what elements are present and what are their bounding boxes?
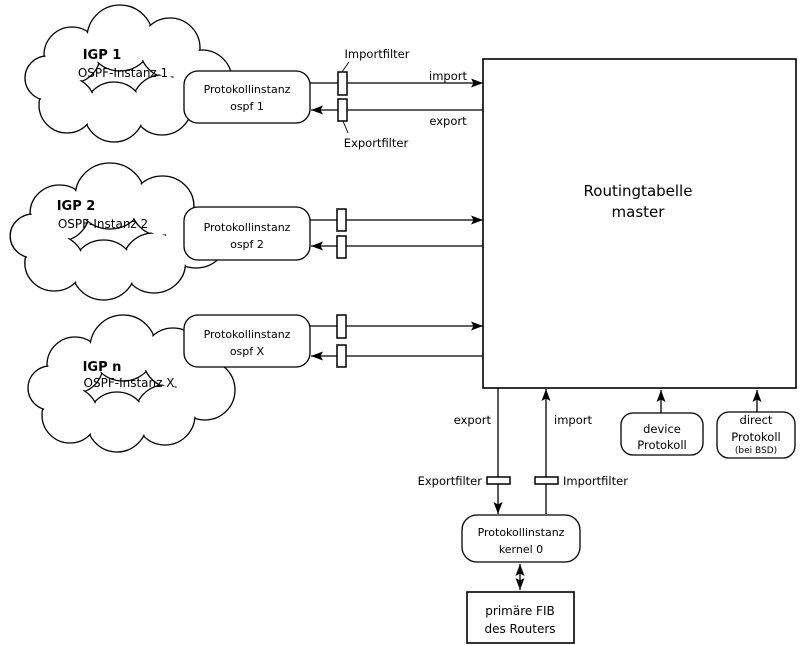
label-exportfilter-bottom: Exportfilter	[418, 474, 483, 488]
export-filter-box-2	[336, 235, 347, 259]
protocol-box-ospf-2	[183, 206, 311, 261]
label-import-top: import	[429, 69, 467, 83]
cloud-igp-2-subtitle: OSPF-Instanz 2	[58, 217, 148, 231]
device-protocol-box	[620, 412, 704, 456]
protocol-box-ospf-x-line2: ospf X	[230, 345, 265, 358]
label-export-bottom: export	[454, 413, 492, 427]
export-filter-box-3	[336, 344, 347, 368]
routing-table-box	[482, 58, 797, 389]
cloud-igp-2-title: IGP 2	[57, 199, 96, 214]
label-importfilter-top: Importfilter	[345, 47, 410, 61]
protocol-box-ospf-x-line1: Protokollinstanz	[204, 328, 291, 341]
exportfilter-callout-line	[342, 120, 349, 134]
export-filter-box-bottom	[486, 476, 511, 485]
kernel-protocol-box	[461, 514, 581, 563]
protocol-box-ospf-2-line1: Protokollinstanz	[204, 221, 291, 234]
label-exportfilter-top: Exportfilter	[344, 136, 409, 150]
label-export-top: export	[429, 114, 467, 128]
protocol-box-ospf-2-line2: ospf 2	[230, 238, 264, 251]
direct-box-line2: Protokoll	[731, 430, 780, 444]
import-filter-box-2	[336, 208, 347, 232]
direct-protocol-box	[716, 411, 796, 459]
protocol-box-ospf-1-line1: Protokollinstanz	[204, 83, 291, 96]
import-filter-box-1	[337, 71, 348, 96]
routing-table-title-line1: Routingtabelle	[584, 182, 693, 200]
cloud-igp-1-title: IGP 1	[83, 48, 122, 63]
kernel-box-line1: Protokollinstanz	[478, 526, 565, 539]
import-filter-box-bottom	[534, 476, 559, 485]
import-filter-box-3	[336, 314, 347, 339]
cloud-igp-n-subtitle: OSPF-Instanz X	[84, 376, 175, 390]
device-box-line1: device	[643, 422, 681, 436]
fib-box	[466, 591, 575, 644]
routing-table-title-line2: master	[612, 203, 666, 221]
protocol-box-ospf-1-line2: ospf 1	[230, 100, 264, 113]
cloud-igp-1-subtitle: OSPF-Instanz 1	[78, 66, 168, 80]
label-importfilter-bottom: Importfilter	[563, 474, 628, 488]
importfilter-callout-line	[341, 61, 350, 73]
protocol-box-ospf-x	[183, 314, 311, 368]
direct-box-line3: (bei BSD)	[735, 446, 777, 456]
fib-box-line2: des Routers	[484, 622, 555, 636]
direct-box-line1: direct	[740, 413, 773, 427]
kernel-box-line2: kernel 0	[499, 543, 543, 556]
device-box-line2: Protokoll	[637, 438, 686, 452]
cloud-igp-n-title: IGP n	[83, 360, 122, 375]
protocol-box-ospf-1	[183, 70, 311, 124]
label-import-bottom: import	[554, 413, 592, 427]
export-filter-box-1	[337, 98, 348, 122]
fib-box-line1: primäre FIB	[485, 604, 554, 618]
